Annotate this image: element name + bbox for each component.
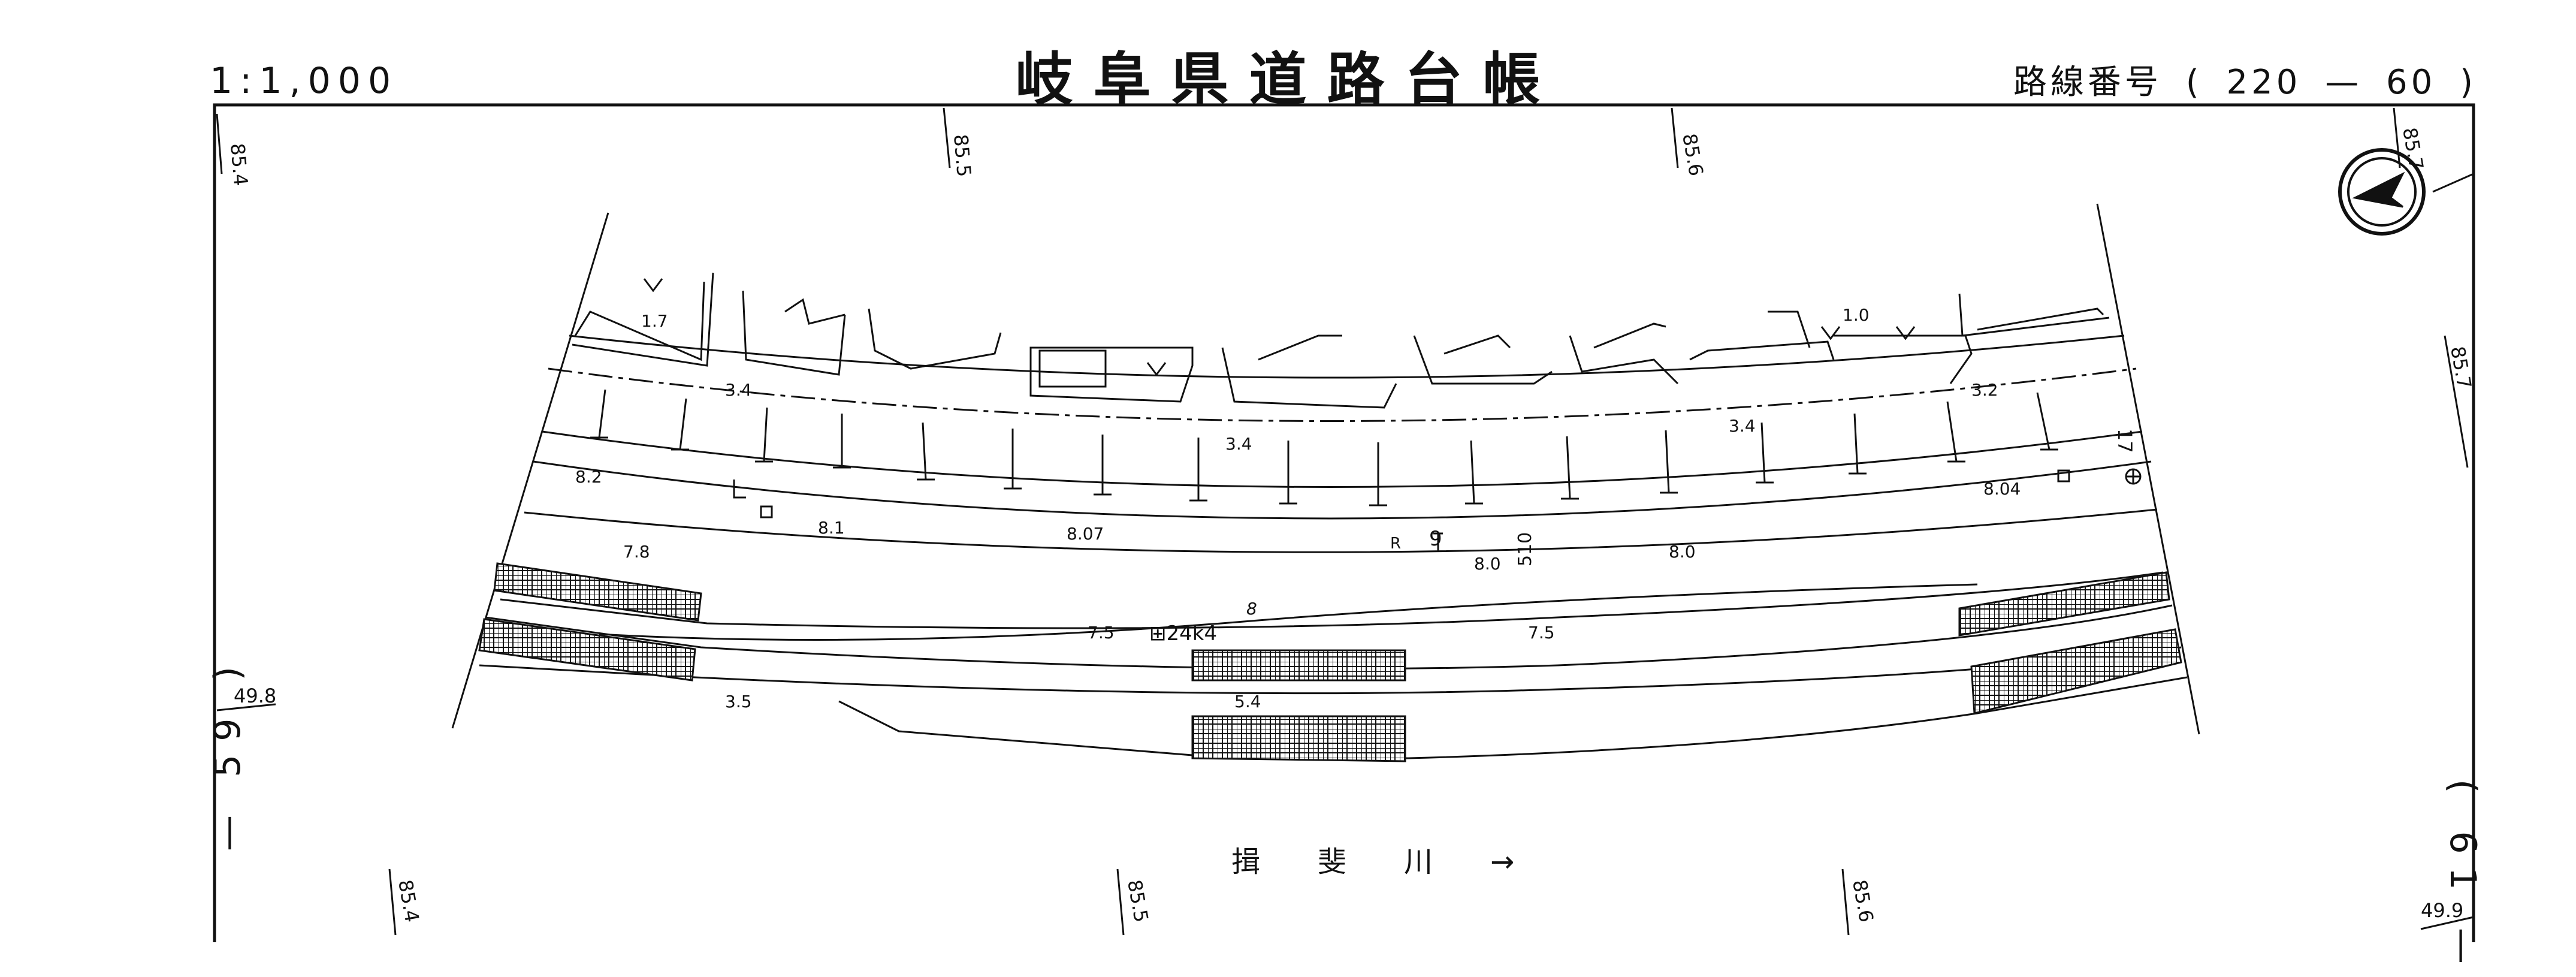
grid-label-top-3: 85.6	[1678, 132, 1708, 178]
river-flow-arrow: →	[1490, 845, 1572, 879]
elevation-13: 7.8	[623, 542, 650, 562]
elevation-10: 8.07	[1067, 524, 1104, 544]
route-number-2: 60	[2386, 63, 2436, 102]
elevation-5: 3.2	[1971, 380, 1998, 400]
route-label: 路線番号	[2013, 63, 2162, 102]
hatched-areas	[478, 562, 2182, 762]
grid-label-bottom-3: 85.6	[1848, 878, 1878, 924]
elevation-2: 3.4	[725, 380, 752, 400]
elevation-16: 7.5	[1528, 623, 1555, 643]
grid-label-right-2: 49.9	[2421, 899, 2463, 922]
curve-value-2: 510	[1515, 532, 1536, 566]
elevation-7: 8.2	[575, 467, 602, 487]
elevation-labels: 1.7 3.4 3.4 3.4 3.2 1.0 8.2 8.04 8.1 8.0…	[575, 305, 2021, 711]
curve-value-1: 9	[1429, 527, 1442, 551]
elevation-8: 8.04	[1983, 479, 2021, 499]
road-ledger-map: 85.4 85.5 85.6 85.7 85.4 85.5 85.6 85.7 …	[213, 103, 2476, 942]
river-label: 揖斐川→	[1231, 838, 1572, 880]
elevation-4: 3.4	[1729, 416, 1756, 436]
map-frame	[213, 103, 2475, 942]
elevation-14: 8	[1246, 599, 1257, 619]
grid-label-bottom-2: 85.5	[1123, 878, 1153, 924]
north-arrow-icon	[2338, 148, 2426, 236]
map-scale: 1:1,000	[210, 60, 398, 102]
route-dash: —	[2325, 63, 2363, 102]
grid-label-bottom-1: 85.4	[394, 878, 424, 924]
elevation-17: 3.5	[725, 692, 752, 711]
elevation-3: 3.4	[1225, 434, 1252, 454]
road-marks	[643, 278, 2142, 551]
grid-label-top-1: 85.4	[226, 142, 252, 186]
kilometer-post: ⊞24k4	[1149, 622, 1217, 646]
grid-label-top-2: 85.5	[949, 133, 976, 177]
elevation-12: 8.0	[1669, 542, 1696, 562]
river-name: 揖斐川	[1231, 845, 1491, 879]
route-close: )	[2460, 63, 2477, 102]
grid-ticks	[216, 107, 2474, 936]
elevation-1: 1.7	[641, 311, 668, 331]
route-number-1: 220	[2226, 63, 2302, 102]
elevation-11: 8.0	[1474, 554, 1501, 574]
map-title: 岐阜県道路台帳	[1015, 46, 1561, 113]
elevation-15: 7.5	[1088, 623, 1115, 643]
grid-label-right-1: 85.7	[2446, 345, 2476, 391]
route-number: 路線番号 ( 220 — 60 )	[2013, 55, 2486, 104]
curve-radius: R	[1390, 535, 1401, 553]
roadside-poles	[590, 389, 2058, 506]
marker-17: 17	[2113, 429, 2136, 453]
route-open: (	[2185, 63, 2203, 102]
elevation-9: 8.1	[818, 518, 845, 538]
elevation-18: 5.4	[1234, 692, 1261, 711]
buildings	[572, 272, 2110, 409]
grid-label-left-1: 49.8	[234, 684, 276, 707]
elevation-6: 1.0	[1843, 305, 1870, 325]
